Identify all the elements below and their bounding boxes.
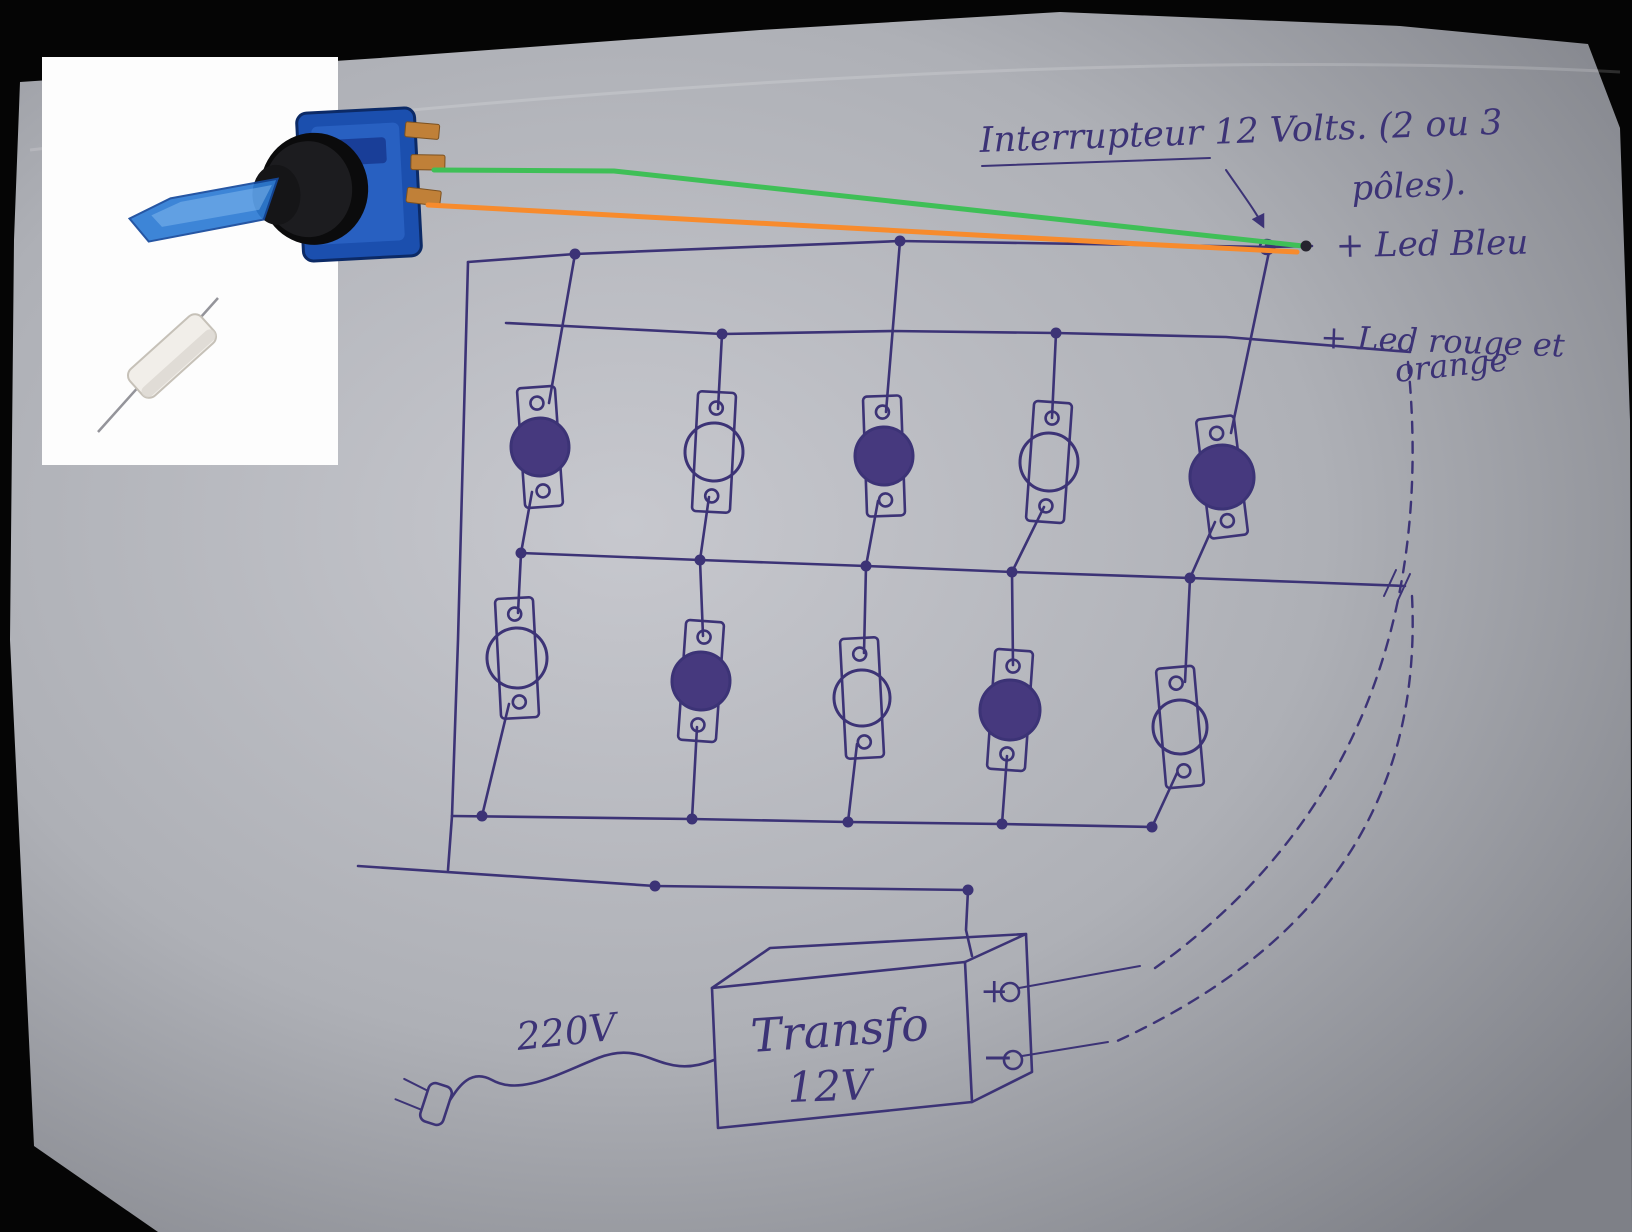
terminal-stub [1021, 1041, 1109, 1057]
transformer-minus-terminal [1002, 1049, 1024, 1071]
left-vertical-wire [450, 260, 470, 818]
switch-title-line2: pôles). [1350, 163, 1467, 209]
connection-dot [860, 560, 872, 572]
green-wire [431, 167, 1306, 249]
transformer-minus-sign: − [982, 1035, 1014, 1079]
led-module [1188, 414, 1256, 540]
rail-middle-break-ticks [1383, 569, 1411, 601]
switch-lever-highlight [151, 185, 272, 227]
toggle-switch-photo [127, 106, 446, 263]
transformer-box: + − Transfo 12V [710, 932, 1141, 1130]
led [683, 421, 745, 483]
transformer-label-line2: 12V [787, 1060, 876, 1112]
mains-wire [448, 1051, 716, 1102]
connection-dot [569, 248, 581, 260]
column-wire [1150, 576, 1192, 829]
led-module [1018, 399, 1080, 525]
terminal-stub [1018, 965, 1141, 989]
label-arrow [1225, 169, 1265, 229]
connection-dot [1184, 572, 1196, 584]
switch-lever [127, 177, 280, 243]
transformer-label-line1: Transfo [749, 997, 930, 1063]
connection-dot [894, 235, 906, 247]
connection-dot [1006, 566, 1018, 578]
orange-wire [425, 202, 1300, 255]
rail-to-transformer [964, 888, 974, 958]
switch-terminal [404, 121, 441, 140]
connection-dot [842, 816, 854, 828]
switch-terminal [405, 186, 442, 207]
resistor-photo [97, 297, 219, 433]
column-wire [698, 332, 724, 562]
transformer-plus-terminal [999, 981, 1021, 1003]
dashed-return-wire [1113, 594, 1414, 1044]
connection-dot [686, 813, 698, 825]
led [1018, 431, 1080, 493]
column-wire [519, 252, 577, 555]
led-module [853, 394, 915, 518]
connection-dot [716, 328, 728, 340]
connection-dot [515, 547, 527, 559]
led-module [978, 647, 1042, 773]
led [1151, 698, 1209, 756]
resistor-body [126, 313, 218, 399]
led-red-label-line1: + Led rouge et [1320, 318, 1566, 365]
rail-second-red [504, 321, 1412, 354]
connection-dot [1050, 327, 1062, 339]
led [509, 416, 571, 478]
dashed-return-wire [1153, 360, 1414, 970]
inset-photo-panel [42, 57, 338, 465]
column-wire [1010, 331, 1058, 574]
left-vertical-stub [446, 814, 454, 872]
connection-dot [962, 884, 974, 896]
led-module [1151, 664, 1209, 790]
switch-terminal [410, 154, 446, 171]
led [485, 626, 549, 690]
mains-voltage-label: 220V [513, 1004, 622, 1059]
led [670, 650, 732, 712]
led-module [683, 389, 745, 515]
power-plug [394, 1077, 454, 1127]
led-blue-label: + Led Bleu [1335, 223, 1528, 266]
led [978, 678, 1042, 742]
column-wire [480, 551, 523, 818]
connection-dot [476, 810, 488, 822]
connection-dot [694, 554, 706, 566]
connection-dot [649, 880, 661, 892]
label-underline [981, 157, 1211, 167]
led-module [670, 618, 732, 744]
resistor-body-shading [141, 329, 216, 398]
led-module [509, 384, 571, 510]
connection-dot [996, 818, 1008, 830]
transformer-plus-sign: + [980, 971, 1009, 1011]
led-module [832, 635, 892, 761]
wire-junction-dot [1300, 240, 1312, 252]
column-wire [864, 239, 902, 568]
led-module [485, 595, 549, 721]
led [832, 668, 892, 728]
column-wire [690, 558, 705, 821]
paper-sheet [10, 12, 1632, 1232]
led [853, 425, 915, 487]
led [1188, 443, 1256, 511]
connection-dot [1146, 821, 1158, 833]
circuit-drawing: + − Transfo 12V [356, 157, 1414, 1130]
